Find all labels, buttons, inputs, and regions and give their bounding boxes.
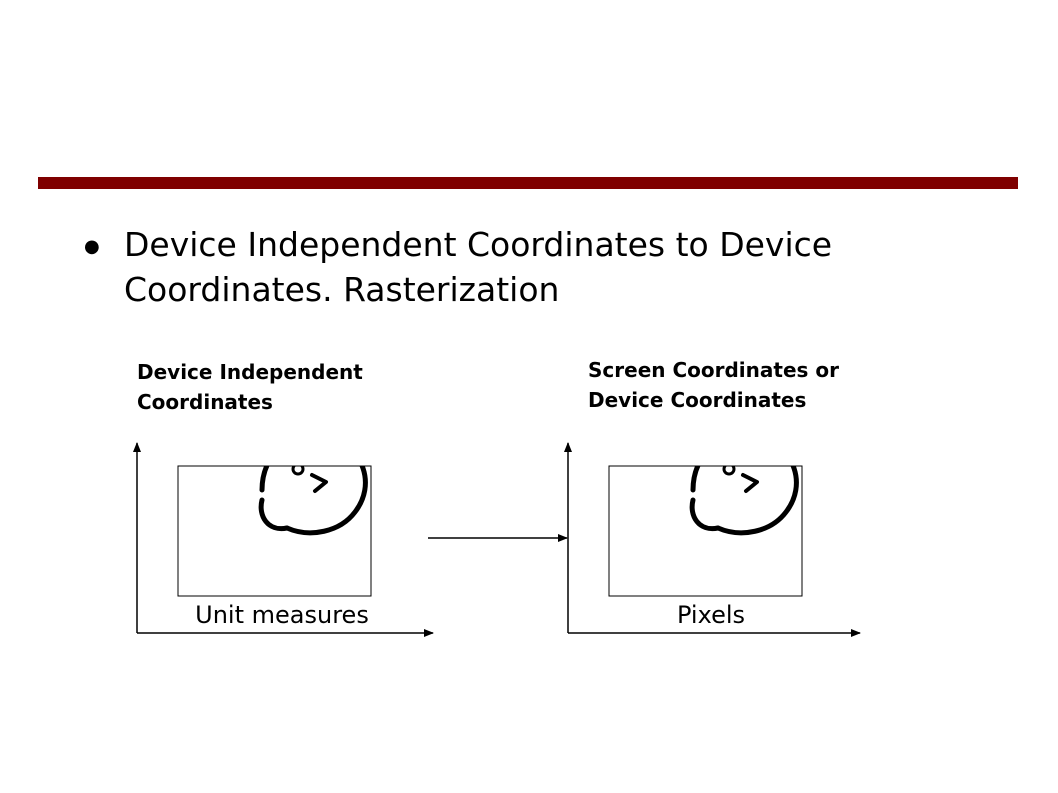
left-panel-label: Device Independent Coordinates xyxy=(137,357,363,417)
left-axis-caption: Unit measures xyxy=(195,601,369,629)
left-panel-label-line2: Coordinates xyxy=(137,390,273,414)
right-panel-label-line2: Device Coordinates xyxy=(588,388,807,412)
face-icon xyxy=(689,466,799,536)
left-window-frame xyxy=(177,465,372,597)
bullet-marker: ● xyxy=(84,236,100,257)
right-axes xyxy=(564,442,861,637)
left-axes xyxy=(133,442,434,637)
title-divider-bar xyxy=(38,177,1018,189)
right-panel-label-line1: Screen Coordinates or xyxy=(588,358,839,382)
right-panel-label: Screen Coordinates or Device Coordinates xyxy=(588,355,839,415)
face-icon xyxy=(258,466,368,536)
right-axis-caption: Pixels xyxy=(677,601,745,629)
right-window-frame xyxy=(608,465,803,597)
left-panel-label-line1: Device Independent xyxy=(137,360,363,384)
bullet-text: Device Independent Coordinates to Device… xyxy=(124,225,833,309)
